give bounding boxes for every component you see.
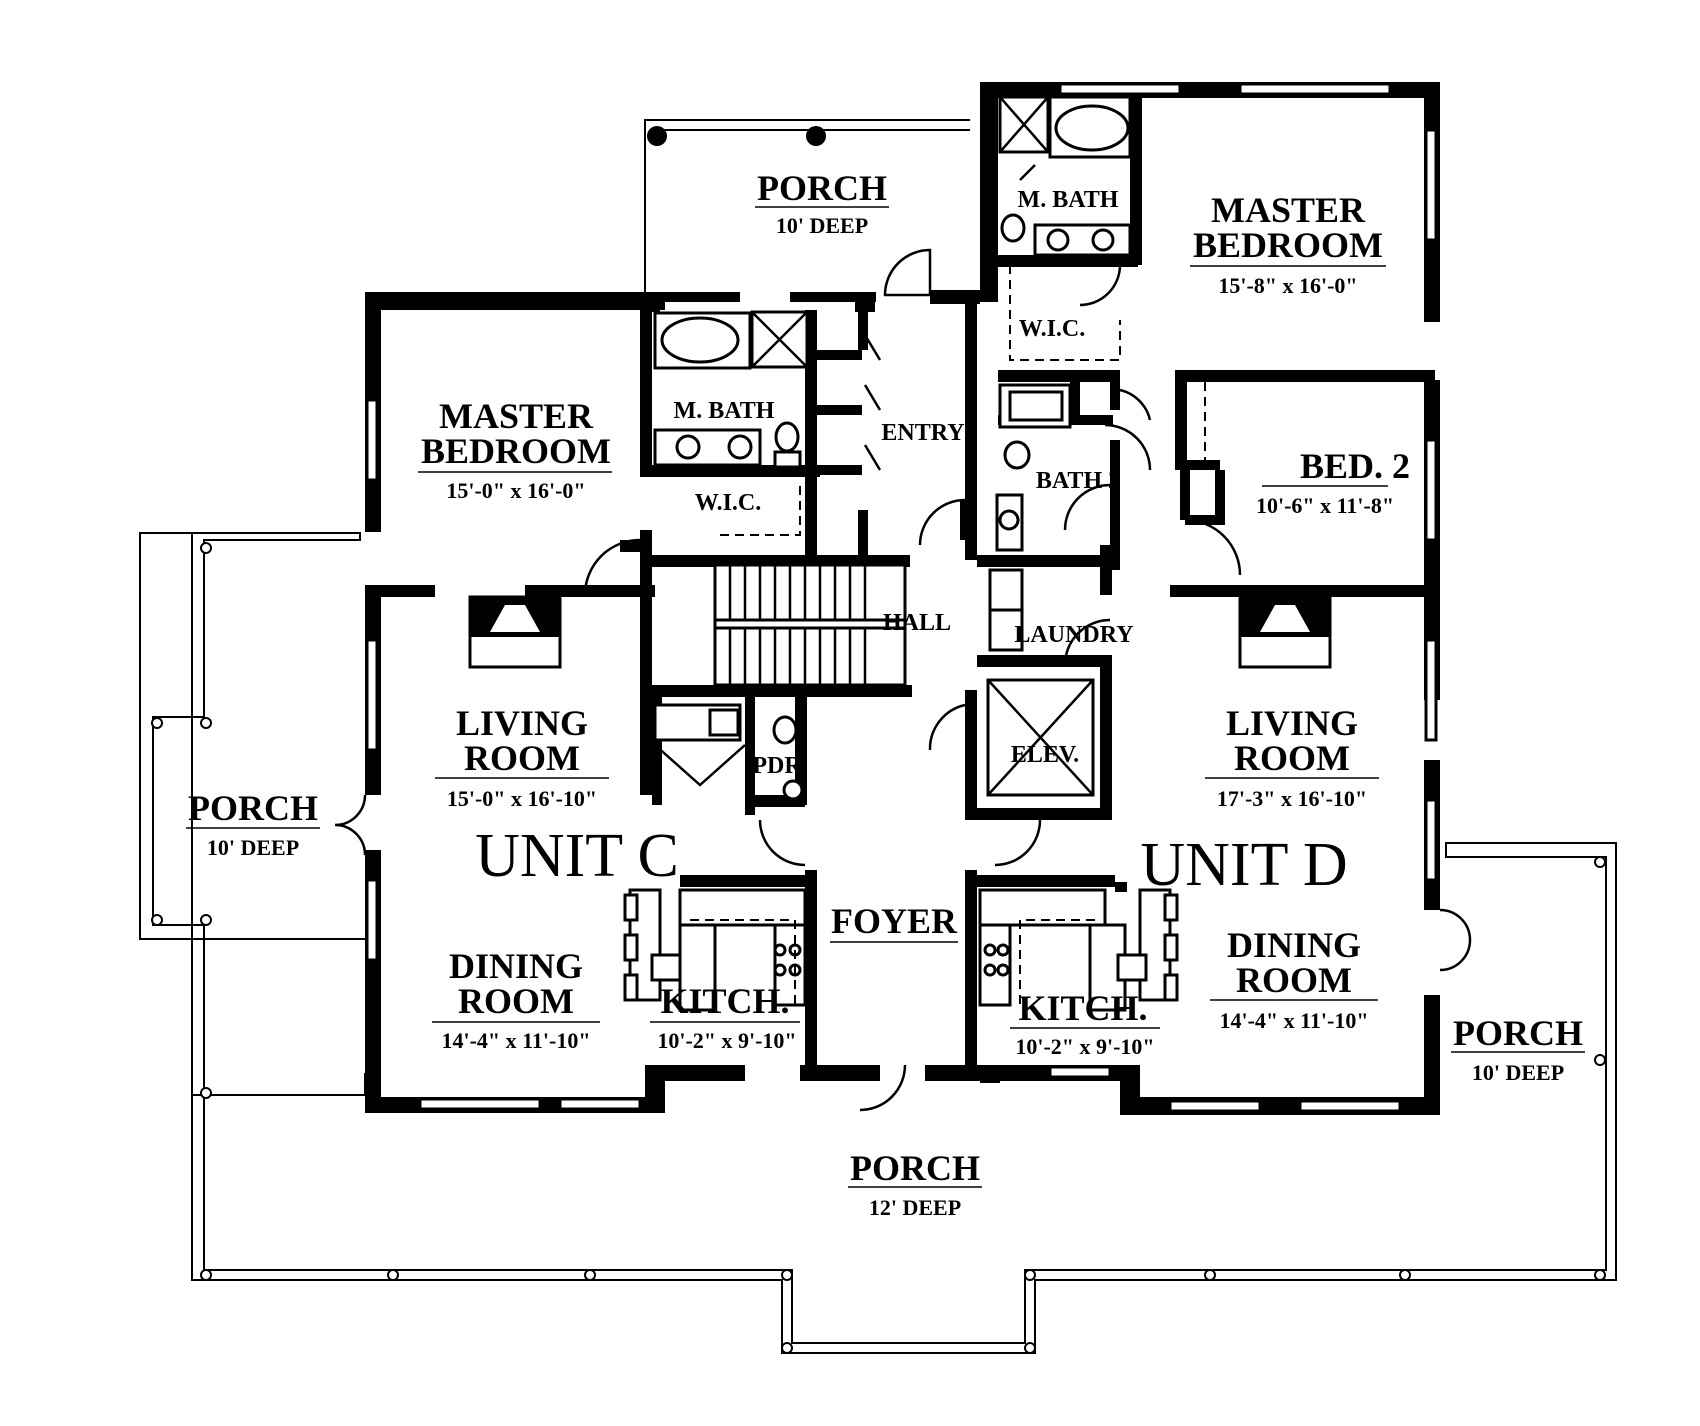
- d-kitchen-dim: 10'-2" x 9'-10": [1015, 1034, 1154, 1059]
- kitchen-c: [623, 888, 807, 1012]
- interior-walls: [365, 95, 1435, 1070]
- staircase: [713, 563, 907, 687]
- c-dining-room-label-2: ROOM: [458, 981, 574, 1021]
- hall-label: HALL: [883, 610, 951, 636]
- d-master-bedroom-label: MASTER: [1211, 190, 1366, 230]
- porch-railing-top: [644, 119, 970, 292]
- d-dining-room-dim: 14'-4" x 11'-10": [1219, 1008, 1368, 1033]
- door-swings: [334, 164, 1472, 1112]
- c-living-room-label-2: ROOM: [464, 738, 580, 778]
- d-dining-room-label-2: ROOM: [1236, 960, 1352, 1000]
- c-kitchen-label: KITCH.: [660, 981, 789, 1021]
- c-master-bedroom-label-2: BEDROOM: [421, 431, 611, 471]
- porch-bottom-depth: 12' DEEP: [869, 1195, 961, 1220]
- d-living-room-label: LIVING: [1226, 703, 1358, 743]
- porch-left-label: PORCH: [188, 788, 318, 828]
- unit-d-label: UNIT D: [1140, 831, 1347, 899]
- d-master-bath-label: M. BATH: [1018, 187, 1119, 213]
- d-kitchen-label: KITCH.: [1018, 988, 1147, 1028]
- porch-top-depth: 10' DEEP: [776, 213, 868, 238]
- c-dining-room-dim: 14'-4" x 11'-10": [441, 1028, 590, 1053]
- d-master-bedroom-dim: 15'-8" x 16'-0": [1218, 273, 1357, 298]
- d-wic-label: W.I.C.: [1019, 316, 1085, 342]
- bed-2-label: BED. 2: [1300, 446, 1410, 486]
- c-master-bedroom-dim: 15'-0" x 16'-0": [446, 478, 585, 503]
- c-living-room-label: LIVING: [456, 703, 588, 743]
- labels: PORCH 10' DEEP PORCH 10' DEEP PORCH 10' …: [186, 168, 1585, 1220]
- c-wic-label: W.I.C.: [695, 490, 761, 516]
- porch-right-depth: 10' DEEP: [1472, 1060, 1564, 1085]
- bed-2-dim: 10'-6" x 11'-8": [1256, 493, 1394, 518]
- c-living-room-dim: 15'-0" x 16'-10": [447, 786, 597, 811]
- porch-top-label: PORCH: [757, 168, 887, 208]
- fixtures: [468, 95, 1332, 1012]
- exterior-walls: [365, 82, 1440, 1115]
- c-master-bedroom-label: MASTER: [439, 396, 594, 436]
- porch-right-label: PORCH: [1453, 1013, 1583, 1053]
- foyer-label: FOYER: [831, 901, 958, 941]
- porch-bottom-label: PORCH: [850, 1148, 980, 1188]
- porch-left-depth: 10' DEEP: [207, 835, 299, 860]
- pdr-label: PDR.: [752, 753, 807, 779]
- c-dining-room-label: DINING: [449, 946, 583, 986]
- c-master-bath-label: M. BATH: [674, 398, 775, 424]
- d-living-room-label-2: ROOM: [1234, 738, 1350, 778]
- elevator-label: ELEV.: [1011, 742, 1079, 768]
- kitchen-d: [978, 888, 1179, 1012]
- unit-c-label: UNIT C: [475, 822, 679, 890]
- porch-railings: [139, 119, 1617, 1354]
- laundry-label: LAUNDRY: [1014, 622, 1133, 648]
- d-master-bedroom-label-2: BEDROOM: [1193, 225, 1383, 265]
- d-dining-room-label: DINING: [1227, 925, 1361, 965]
- entry-label: ENTRY: [881, 420, 964, 446]
- d-living-room-dim: 17'-3" x 16'-10": [1217, 786, 1367, 811]
- c-kitchen-dim: 10'-2" x 9'-10": [657, 1028, 796, 1053]
- bath-2-label: BATH 2: [1036, 468, 1120, 494]
